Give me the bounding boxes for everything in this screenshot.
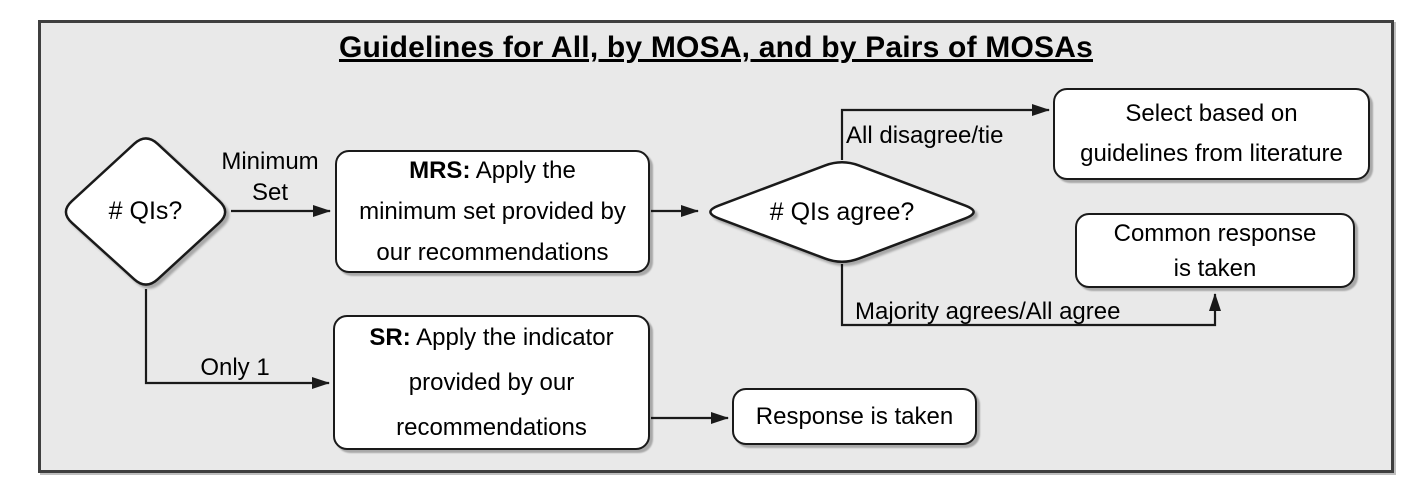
diagram-title: Guidelines for All, by MOSA, and by Pair… [338,31,1093,64]
edge-label-only-1: Only 1 [200,354,270,381]
edge-label-majority: Majority agrees/All agree [855,298,1121,325]
sr-box: SR: Apply the indicator provided by our … [333,315,650,450]
mrs-box-text: MRS: Apply the minimum set provided by o… [359,157,626,266]
common-box: Common response is taken [1075,213,1355,288]
qis-diamond-label: # QIs? [108,197,183,225]
response-box: Response is taken [732,388,977,445]
select-box-text: Select based on guidelines from literatu… [1080,100,1343,167]
common-box-text: Common response is taken [1113,219,1317,282]
mrs-box: MRS: Apply the minimum set provided by o… [335,150,650,273]
edge-label-all-disagree: All disagree/tie [846,122,1004,149]
agree-diamond-label: # QIs agree? [769,197,915,226]
select-box: Select based on guidelines from literatu… [1053,88,1370,180]
sr-box-text: SR: Apply the indicator provided by our … [369,324,614,441]
response-box-text: Response is taken [755,402,954,430]
edge-label-minimum-set: Minimum Set [221,148,319,206]
